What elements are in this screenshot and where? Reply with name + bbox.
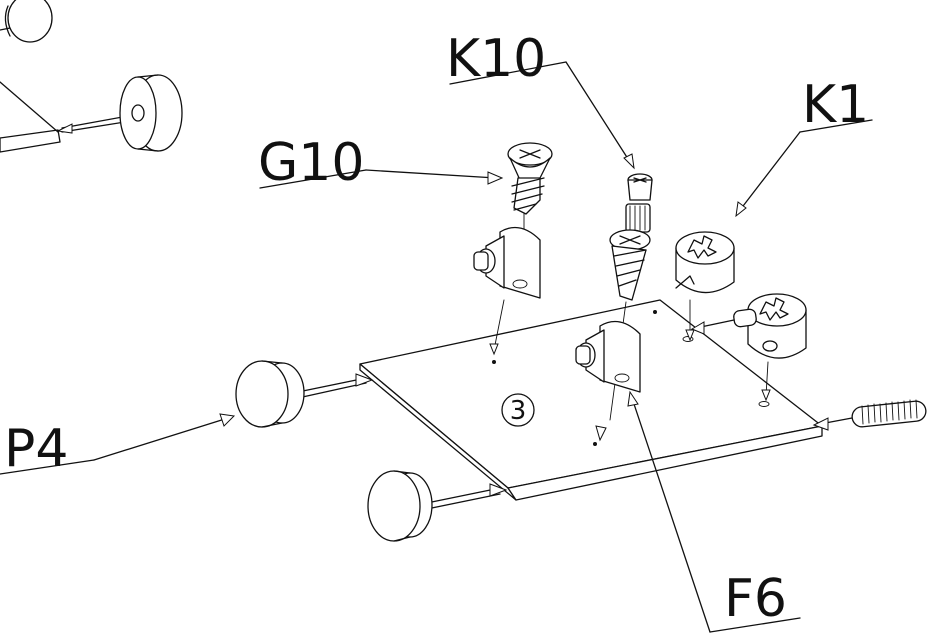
callout-k10: K10	[446, 29, 635, 170]
panel-number-marker: 3	[501, 393, 535, 427]
callout-k1: K1	[735, 75, 873, 218]
previous-step-fragment	[0, 0, 183, 153]
hole-small	[593, 442, 597, 446]
callout-f6: F6	[627, 390, 801, 633]
wheel-left	[235, 360, 374, 428]
dowel-right	[812, 399, 927, 431]
callout-g10: G10	[258, 133, 504, 193]
hole-small	[653, 310, 657, 314]
hole-small	[492, 360, 496, 364]
partial-wheel-right	[56, 74, 183, 152]
screw-g10	[507, 142, 553, 231]
wheel-bottom	[367, 470, 508, 542]
label-f6: F6	[724, 569, 787, 629]
panel-board: 3	[359, 299, 823, 501]
shelf-bracket-left	[473, 226, 541, 356]
label-g10: G10	[258, 133, 364, 193]
hole	[758, 401, 770, 407]
label-p4: P4	[4, 419, 68, 479]
label-k1: K1	[802, 75, 869, 135]
callout-p4: P4	[0, 413, 236, 479]
partial-panel-edge	[0, 129, 61, 153]
hole	[682, 336, 694, 342]
screw-k10-stack	[595, 173, 653, 442]
cam-lock-upper	[675, 231, 735, 342]
cam-lock-lower	[690, 293, 807, 402]
partial-wheel-top-left	[0, 0, 53, 43]
shelf-bracket-center	[575, 320, 641, 393]
label-k10: K10	[446, 29, 546, 89]
panel-number: 3	[510, 396, 527, 426]
